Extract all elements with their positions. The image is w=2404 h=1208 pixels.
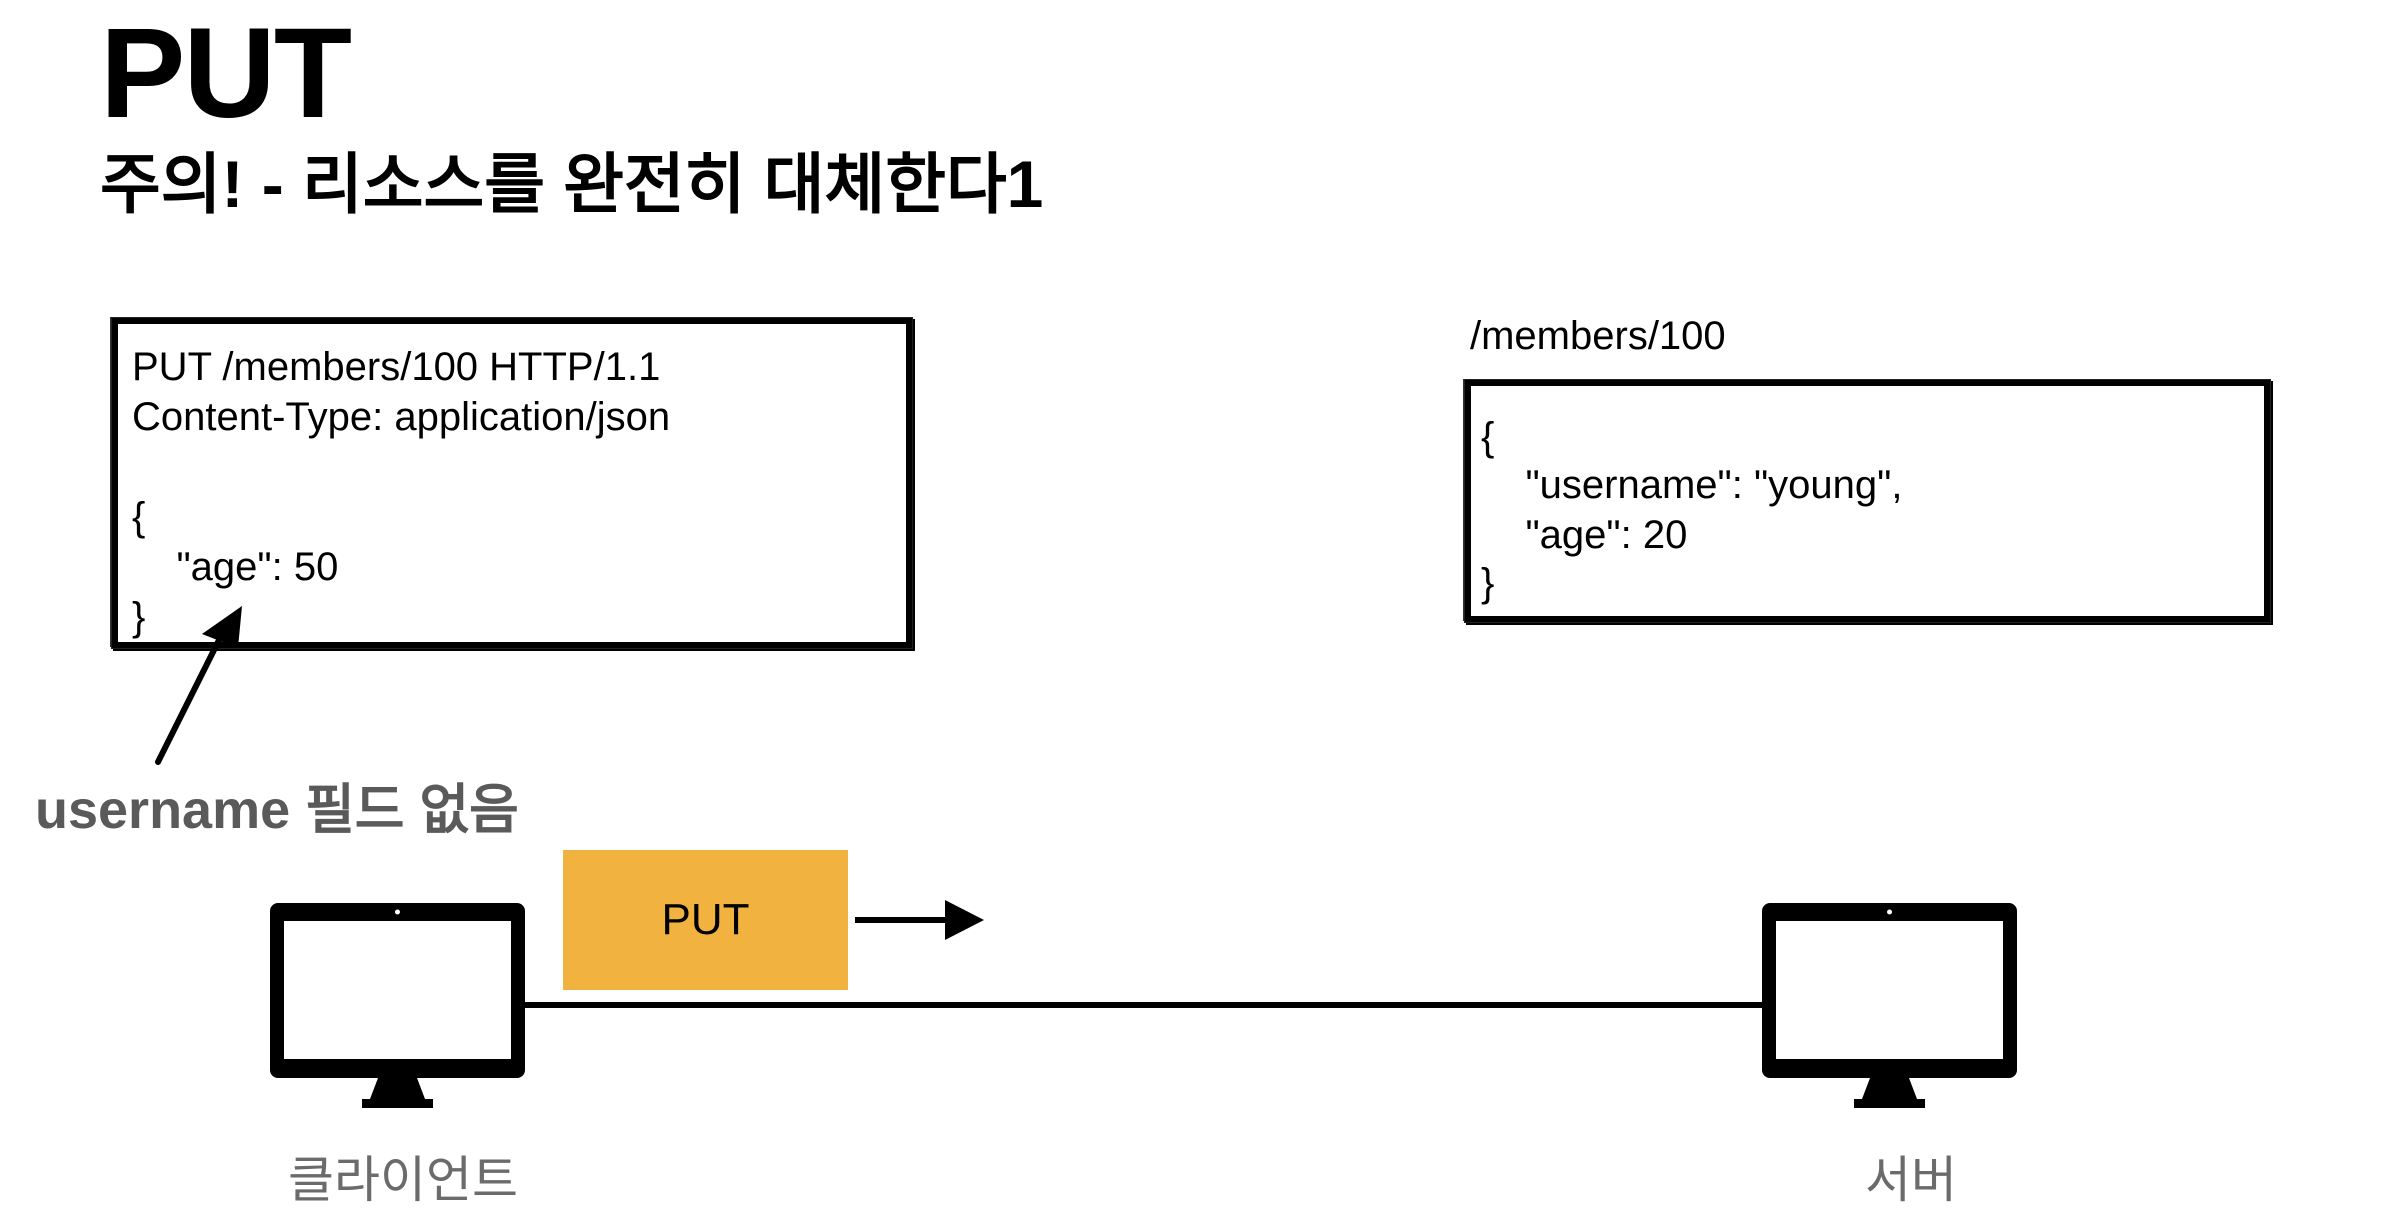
method-block-label: PUT bbox=[661, 895, 750, 944]
direction-arrow bbox=[855, 900, 984, 940]
method-block: PUT bbox=[563, 850, 848, 990]
request-body-age: "age": 50 bbox=[132, 545, 339, 589]
request-message-box: PUT /members/100 HTTP/1.1 Content-Type: … bbox=[112, 318, 912, 648]
client-monitor-icon bbox=[270, 903, 525, 1108]
resource-body-username: "username": "young", bbox=[1481, 463, 1903, 507]
page-subtitle: 주의! - 리소스를 완전히 대체한다1 bbox=[100, 147, 1044, 221]
page-title: PUT bbox=[100, 2, 352, 145]
server-monitor-icon bbox=[1762, 903, 2017, 1108]
request-body-close: } bbox=[132, 595, 146, 639]
resource-path: /members/100 bbox=[1470, 314, 1726, 358]
request-body-open: { bbox=[132, 495, 146, 539]
client-label: 클라이언트 bbox=[288, 1152, 518, 1208]
pointer-arrow bbox=[155, 606, 242, 765]
request-line: PUT /members/100 HTTP/1.1 bbox=[132, 345, 661, 389]
server-label: 서버 bbox=[1865, 1152, 1957, 1208]
resource-body-close: } bbox=[1481, 561, 1495, 605]
missing-field-note: username 필드 없음 bbox=[35, 780, 519, 840]
server-resource-box: { "username": "young", "age": 20 } bbox=[1465, 380, 2270, 622]
resource-body-age: "age": 20 bbox=[1481, 513, 1688, 557]
request-header: Content-Type: application/json bbox=[132, 395, 671, 439]
resource-body-open: { bbox=[1481, 415, 1495, 459]
